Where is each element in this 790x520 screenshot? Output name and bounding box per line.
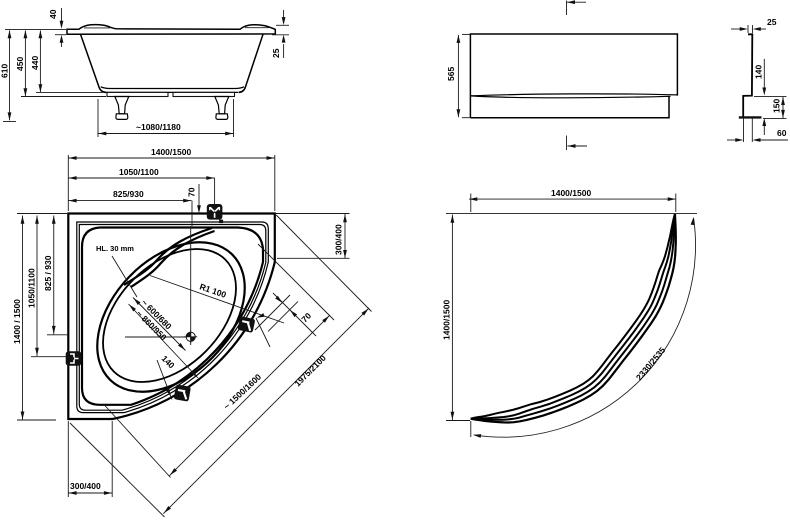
svg-text:150: 150 [772,99,782,113]
svg-text:825 / 930: 825 / 930 [43,255,53,291]
svg-text:1050/1100: 1050/1100 [119,167,159,177]
svg-text:60: 60 [777,128,787,138]
svg-text:140: 140 [754,65,764,79]
svg-text:450: 450 [15,57,25,71]
svg-text:825/930: 825/930 [113,189,144,199]
svg-text:1400/1500: 1400/1500 [151,147,191,157]
svg-text:1400 / 1500: 1400 / 1500 [12,299,22,344]
svg-text:610: 610 [0,64,9,78]
svg-text:1400/1500: 1400/1500 [551,188,591,198]
svg-text:40: 40 [48,9,58,19]
svg-text:25: 25 [767,17,777,27]
svg-text:565: 565 [446,67,456,81]
svg-text:300/400: 300/400 [334,224,344,255]
svg-text:HL. 30 mm: HL. 30 mm [96,244,134,253]
svg-text:300/400: 300/400 [70,481,101,491]
svg-text:~1080/1180: ~1080/1180 [136,122,181,132]
svg-text:440: 440 [30,56,40,70]
svg-text:1400/1500: 1400/1500 [442,300,452,340]
svg-text:25: 25 [271,48,281,58]
svg-text:70: 70 [187,187,197,197]
svg-text:1050/1100: 1050/1100 [26,268,36,308]
